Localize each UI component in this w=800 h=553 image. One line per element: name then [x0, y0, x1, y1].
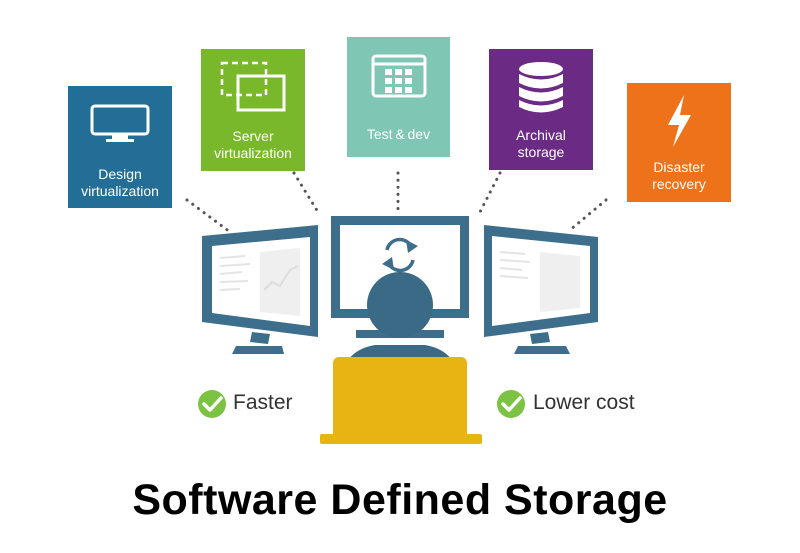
- connector-server: [292, 171, 320, 214]
- tile-label-line1: Design: [98, 166, 142, 182]
- connector-archival: [478, 171, 502, 214]
- tile-archival-storage: Archival storage: [489, 49, 593, 170]
- monitor-icon: [90, 104, 150, 142]
- office-chair: [320, 357, 482, 444]
- connector-disaster: [568, 198, 608, 232]
- tile-server-virtualization: Server virtualization: [201, 49, 305, 171]
- app-grid-window-icon: [371, 54, 427, 98]
- tile-label-line1: Archival: [516, 127, 566, 143]
- tile-label-line2: virtualization: [81, 183, 159, 199]
- overlapping-windows-icon: [220, 61, 286, 112]
- sync-arrows-icon: [382, 237, 418, 273]
- tile-test-dev: Test & dev: [347, 37, 450, 157]
- database-icon: [519, 62, 563, 113]
- right-monitor: [484, 225, 598, 354]
- tile-label-line1: Disaster: [653, 159, 705, 175]
- benefit-lower-cost-label: Lower cost: [533, 391, 635, 414]
- page-title: Software Defined Storage: [132, 476, 668, 524]
- tile-design-virtualization: Design virtualization: [68, 86, 172, 208]
- checkmark-icon: [497, 390, 525, 418]
- checkmark-icon: [198, 390, 226, 418]
- tile-label-line1: Server: [232, 128, 274, 144]
- tile-label-line2: virtualization: [214, 145, 292, 161]
- tile-disaster-recovery: Disaster recovery: [627, 83, 731, 202]
- left-monitor: [202, 225, 318, 354]
- tile-label-line2: storage: [517, 144, 565, 160]
- benefit-faster-label: Faster: [233, 391, 293, 414]
- lightning-bolt-icon: [668, 95, 691, 147]
- tile-label-line2: recovery: [652, 176, 706, 192]
- tile-label-line1: Test & dev: [366, 126, 431, 142]
